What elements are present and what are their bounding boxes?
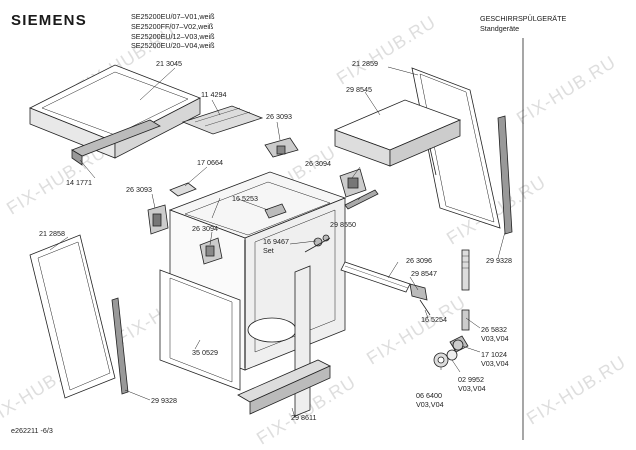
trim-strip-right-part: [497, 115, 513, 235]
fitting-part: [449, 335, 469, 353]
part-label: V03,V04: [481, 359, 509, 368]
part-label: 29 8611: [291, 413, 317, 422]
hose-part: [340, 261, 411, 293]
part-label: V03,V04: [481, 334, 509, 343]
rear-panel-part: [333, 99, 462, 176]
part-label: 02 9952: [458, 375, 484, 384]
nut-part: [433, 352, 449, 368]
part-label: V03,V04: [458, 384, 486, 393]
part-label: 14 1771: [66, 178, 92, 187]
valve-part: [461, 249, 470, 331]
film-part: [181, 105, 264, 135]
clip-part: [409, 283, 428, 301]
model-line: SE25200EU/20–V04,weiß: [131, 41, 215, 51]
part-label: 21 2859: [352, 59, 378, 68]
leader-line: [419, 299, 431, 316]
part-label: 26 3093: [126, 185, 152, 194]
base-frame-part: [159, 265, 311, 417]
part-label: 26 3094: [192, 224, 218, 233]
model-line: SE25200EU/07–V01,weiß: [131, 12, 215, 21]
part-label: 16 9467: [263, 237, 289, 246]
part-label: 26 3096: [406, 256, 432, 265]
part-label: 11 4294: [201, 90, 227, 99]
part-label: 29 8550: [330, 220, 356, 229]
side-panel-left-part: [29, 234, 116, 399]
seal-strip-part: [344, 189, 379, 210]
part-label: 29 8547: [411, 269, 437, 278]
hinge-part-right: [339, 168, 367, 198]
trim-strip-left-part: [111, 297, 129, 395]
category-line: Standgeräte: [480, 23, 520, 33]
worktop-part: [29, 64, 201, 159]
model-list: SE25200EU/07–V01,weiß SE25200FF/07–V02,w…: [131, 12, 215, 51]
kick-panel-part: [237, 359, 331, 415]
part-label: V03,V04: [416, 400, 444, 409]
fixing-set-part: [304, 234, 331, 253]
part-label: 29 9328: [151, 396, 177, 405]
part-label: 16 5253: [232, 194, 258, 203]
diagram-id: e262211 -6/3: [11, 426, 53, 435]
seal-part: [446, 349, 458, 361]
brand-logo: SIEMENS: [11, 12, 87, 29]
model-line: SE25200FF/07–V02,weiß: [131, 21, 214, 31]
category-line: GESCHIRRSPÜLGERÄTE: [480, 14, 567, 23]
model-line: SE25200EU/12–V03,weiß: [131, 31, 215, 41]
part-label: 17 1024: [481, 350, 507, 359]
part-label: 26 3094: [305, 159, 331, 168]
hinge-part-lower: [199, 237, 223, 265]
part-label: 26 3093: [266, 112, 292, 121]
hinge-part: [264, 137, 299, 158]
part-label: 06 6400: [416, 391, 442, 400]
side-panel-right-part: [411, 67, 501, 229]
part-label: 35 0529: [192, 348, 218, 357]
part-label: Set: [263, 246, 274, 255]
part-label: 16 5254: [421, 315, 447, 324]
bracket-part: [169, 182, 197, 197]
category-label: GESCHIRRSPÜLGERÄTE Standgeräte: [480, 14, 566, 33]
part-label: 26 5832: [481, 325, 507, 334]
part-label: 21 2858: [39, 229, 65, 238]
part-label: 29 9328: [486, 256, 512, 265]
part-label: 29 8545: [346, 85, 372, 94]
worktop-rail-part: [71, 119, 161, 166]
leader-lines: [49, 66, 506, 419]
part-label: 21 3045: [156, 59, 182, 68]
rail-part: [264, 203, 287, 219]
part-label: 17 0664: [197, 158, 223, 167]
hinge-part-left: [147, 204, 169, 235]
